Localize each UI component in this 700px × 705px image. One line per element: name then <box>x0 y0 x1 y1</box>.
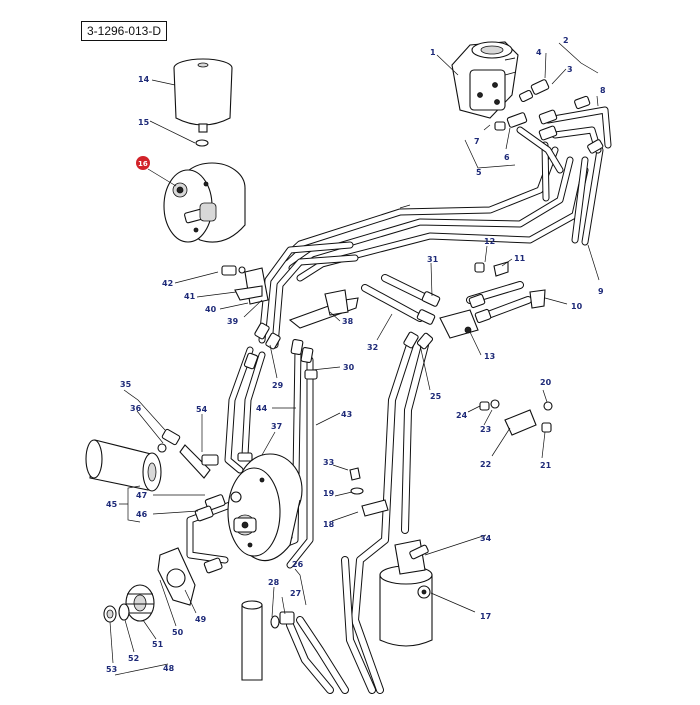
steering-valve <box>451 41 519 119</box>
callout-12: 12 <box>484 237 495 246</box>
valve-fittings <box>494 79 604 154</box>
callout-48: 48 <box>163 664 175 673</box>
callout-54: 54 <box>196 405 208 414</box>
washer-52 <box>118 603 130 621</box>
callout-8: 8 <box>600 86 606 95</box>
filter-housing-17 <box>379 539 433 647</box>
callout-1: 1 <box>430 48 436 57</box>
callout-34: 34 <box>480 534 492 543</box>
callout-32: 32 <box>367 343 378 352</box>
callout-53: 53 <box>106 665 117 674</box>
fittings-35-36-54 <box>157 428 219 479</box>
drive-gear-51 <box>125 584 155 622</box>
callout-14: 14 <box>138 75 150 84</box>
callout-49: 49 <box>195 615 207 624</box>
reservoir-can <box>173 58 233 133</box>
callout-47: 47 <box>136 491 147 500</box>
callout-22: 22 <box>480 460 491 469</box>
callout-51: 51 <box>152 640 164 649</box>
pipe-fittings-right <box>403 261 546 350</box>
pipe-section-28 <box>241 600 295 681</box>
callout-11: 11 <box>514 254 526 263</box>
callout-9: 9 <box>598 287 604 296</box>
callout-2: 2 <box>563 36 569 45</box>
filter-cartridge-45 <box>85 439 162 492</box>
pipe-fittings-left <box>243 322 318 380</box>
highlight-marker-16 <box>136 156 150 170</box>
hydraulic-motor-37 <box>227 452 303 562</box>
callout-24: 24 <box>456 411 468 420</box>
callout-41: 41 <box>184 292 196 301</box>
callout-18: 18 <box>323 520 335 529</box>
callout-39: 39 <box>227 317 239 326</box>
callout-31: 31 <box>427 255 439 264</box>
callout-5: 5 <box>476 168 482 177</box>
callout-46: 46 <box>136 510 148 519</box>
nut-53 <box>103 605 117 623</box>
callout-26: 26 <box>292 560 304 569</box>
callout-44: 44 <box>256 404 268 413</box>
callout-16: 16 <box>138 160 148 168</box>
callout-29: 29 <box>272 381 284 390</box>
callout-28: 28 <box>268 578 280 587</box>
callout-25: 25 <box>430 392 442 401</box>
callout-40: 40 <box>205 305 217 314</box>
fittings-46-47 <box>194 494 226 574</box>
callout-7: 7 <box>474 137 480 146</box>
hydraulic-pump-16 <box>163 162 246 243</box>
callout-45: 45 <box>106 500 118 509</box>
callout-30: 30 <box>343 363 355 372</box>
callout-19: 19 <box>323 489 335 498</box>
reference-code-box: 3-1296-013-D <box>81 21 167 41</box>
callout-42: 42 <box>162 279 173 288</box>
callout-36: 36 <box>130 404 142 413</box>
callout-35: 35 <box>120 380 132 389</box>
callout-33: 33 <box>323 458 334 467</box>
callout-3: 3 <box>567 65 573 74</box>
callout-21: 21 <box>540 461 552 470</box>
callout-27: 27 <box>290 589 301 598</box>
o-ring-15 <box>195 139 209 147</box>
callout-37: 37 <box>271 422 282 431</box>
callout-50: 50 <box>172 628 184 637</box>
callout-17: 17 <box>480 612 491 621</box>
callout-labels: 1 2 3 4 5 6 7 8 9 10 11 12 13 14 15 16 1… <box>106 36 606 674</box>
gasket-49 <box>157 547 196 606</box>
callout-4: 4 <box>536 48 542 57</box>
callout-43: 43 <box>341 410 352 419</box>
callout-13: 13 <box>484 352 495 361</box>
callout-23: 23 <box>480 425 491 434</box>
bracket-assembly <box>221 265 359 329</box>
callout-10: 10 <box>571 302 583 311</box>
small-parts-right <box>349 399 553 517</box>
leader-lines <box>109 42 600 676</box>
callout-15: 15 <box>138 118 150 127</box>
callout-52: 52 <box>128 654 139 663</box>
callout-6: 6 <box>504 153 510 162</box>
callout-38: 38 <box>342 317 354 326</box>
callout-20: 20 <box>540 378 552 387</box>
